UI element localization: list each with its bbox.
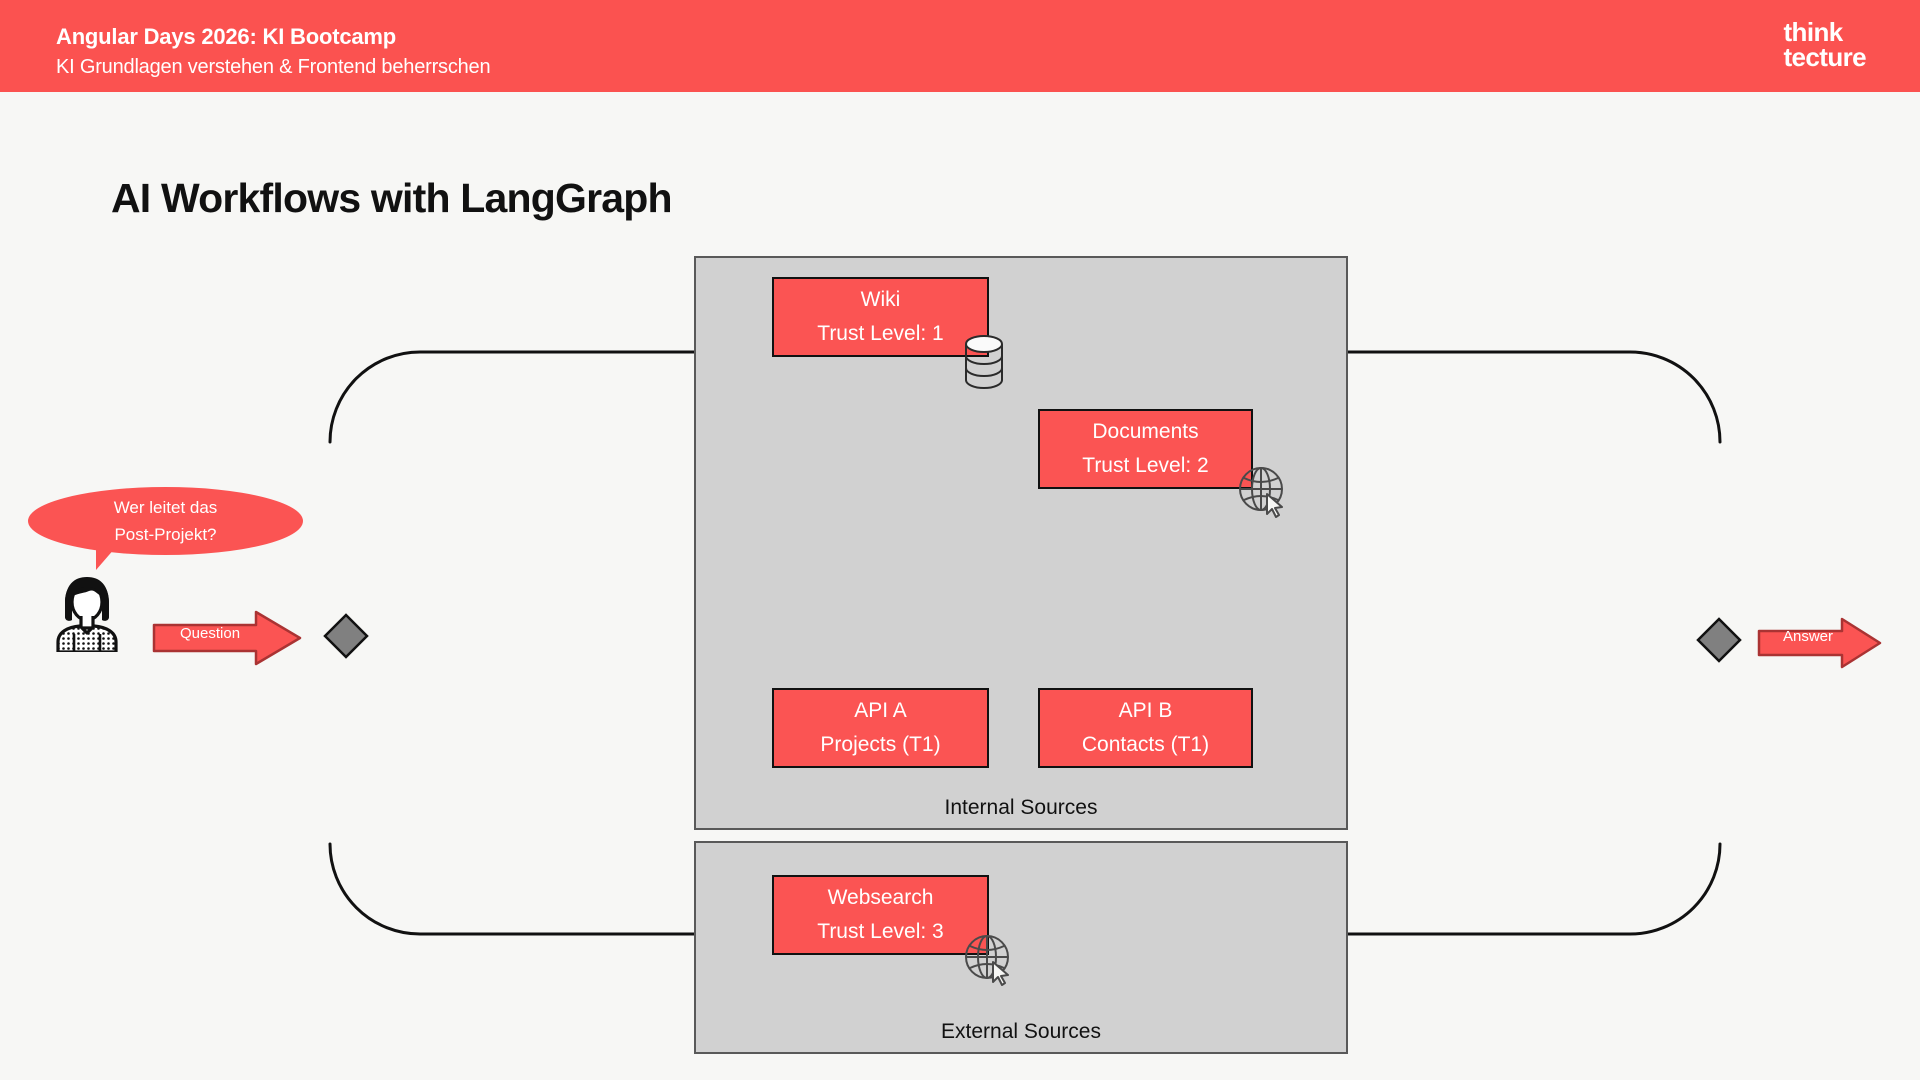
speech-bubble-line-2: Post-Projekt? [114,525,217,544]
panel-external-label: External Sources [941,1020,1101,1043]
slide-title: AI Workflows with LangGraph [111,175,673,221]
globe-cursor-icon [1237,464,1289,523]
person-icon [52,572,122,657]
slide-header: Angular Days 2026: KI Bootcamp KI Grundl… [0,0,1920,92]
source-box-websearch[interactable]: Websearch Trust Level: 3 [772,875,989,955]
speech-bubble: Wer leitet das Post-Projekt? [28,487,303,555]
panel-internal-label: Internal Sources [944,796,1098,819]
logo-line-1: think [1783,17,1844,47]
source-box-api-a[interactable]: API A Projects (T1) [772,688,989,768]
header-title: Angular Days 2026: KI Bootcamp [56,24,396,49]
source-websearch-trust: Trust Level: 3 [817,920,944,943]
speech-bubble-line-1: Wer leitet das [113,498,218,517]
source-wiki-trust: Trust Level: 1 [817,322,944,345]
source-box-wiki[interactable]: Wiki Trust Level: 1 [772,277,989,357]
header-subtitle: KI Grundlagen verstehen & Frontend beher… [56,56,491,78]
database-icon [963,334,1005,395]
source-websearch-name: Websearch [827,886,934,909]
source-wiki-name: Wiki [860,288,901,311]
thinktecture-logo: think tecture [1783,17,1867,72]
source-api-b-desc: Contacts (T1) [1081,733,1210,756]
diamond-node-exit[interactable] [1695,616,1743,669]
arrow-question: Question [152,609,302,672]
source-api-a-desc: Projects (T1) [820,733,941,756]
logo-line-2: tecture [1783,42,1867,72]
diamond-node-entry[interactable] [322,612,370,665]
source-box-api-b[interactable]: API B Contacts (T1) [1038,688,1253,768]
source-box-documents[interactable]: Documents Trust Level: 2 [1038,409,1253,489]
globe-cursor-icon [963,932,1015,991]
arrow-answer: Answer [1757,616,1882,675]
source-documents-trust: Trust Level: 2 [1082,454,1209,477]
source-documents-name: Documents [1092,420,1199,443]
source-api-a-name: API A [854,699,907,722]
source-api-b-name: API B [1118,699,1173,722]
